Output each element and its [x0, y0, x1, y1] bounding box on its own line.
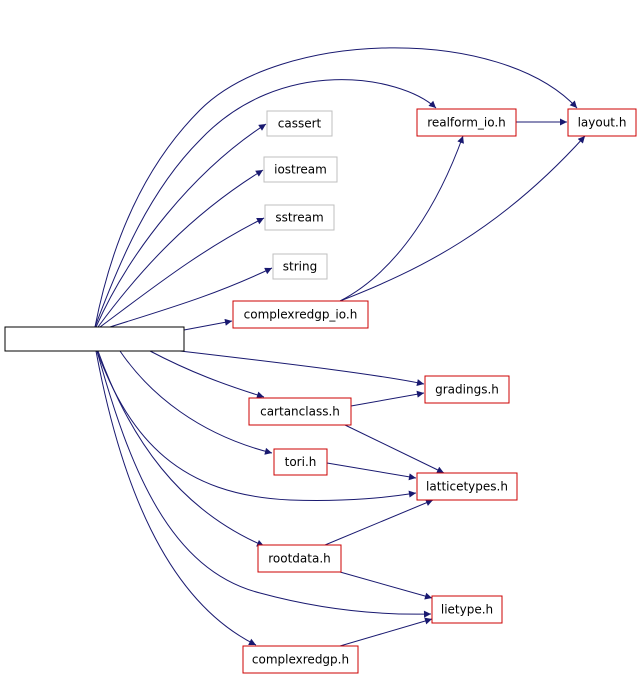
node-box — [416, 472, 518, 501]
node-label: sources/io/realform_io.cpp — [16, 332, 174, 346]
node-label: layout.h — [578, 116, 627, 130]
node-complexredgp-io-h[interactable]: complexredgp_io.h — [232, 300, 369, 329]
node-label: string — [283, 260, 317, 274]
edge-rootdata-h-to-latticetypes-h — [324, 499, 434, 546]
node-label: sstream — [275, 211, 323, 225]
edge-root-to-iostream — [97, 169, 264, 328]
edge-root-to-tori-h — [119, 350, 273, 455]
node-complexredgp-h[interactable]: complexredgp.h — [242, 645, 359, 674]
node-realform-io-h[interactable]: realform_io.h — [416, 108, 517, 137]
node-label: latticetypes.h — [426, 480, 508, 494]
node-label: complexredgp_io.h — [244, 308, 358, 322]
edge-root-to-lietype-h — [96, 350, 432, 618]
node-latticetypes-h[interactable]: latticetypes.h — [416, 472, 518, 501]
edge-rootdata-h-to-lietype-h — [339, 571, 433, 600]
node-box — [4, 326, 185, 352]
node-label: complexredgp.h — [252, 653, 349, 667]
edge-root-to-realform-io-h — [94, 79, 437, 328]
edge-root-to-latticetypes-h — [96, 350, 417, 501]
edge-cartanclass-h-to-gradings-h — [350, 390, 425, 407]
edge-complexredgp-io-h-to-layout-h — [339, 135, 586, 302]
node-cassert: cassert — [266, 110, 333, 137]
node-root[interactable]: sources/io/realform_io.cpp — [4, 326, 185, 352]
node-layout-h[interactable]: layout.h — [567, 108, 637, 137]
node-label: tori.h — [285, 455, 317, 469]
node-box — [263, 156, 338, 183]
node-box — [257, 544, 342, 573]
node-label: cassert — [278, 117, 322, 131]
edge-root-to-rootdata-h — [97, 350, 265, 547]
node-rootdata-h[interactable]: rootdata.h — [257, 544, 342, 573]
edge-cartanclass-h-to-latticetypes-h — [344, 424, 445, 474]
node-label: lietype.h — [441, 603, 493, 617]
edge-root-to-complexredgp-io-h — [183, 318, 233, 331]
node-box — [431, 595, 503, 624]
node-label: rootdata.h — [268, 552, 331, 566]
node-box — [242, 645, 359, 674]
edge-root-to-sstream — [99, 217, 265, 328]
edge-root-to-layout-h — [94, 47, 578, 328]
edges-layer — [94, 47, 586, 647]
node-label: realform_io.h — [427, 116, 506, 130]
edge-root-to-cassert — [95, 123, 267, 328]
node-box — [273, 448, 328, 476]
node-box — [264, 204, 335, 231]
node-sstream: sstream — [264, 204, 335, 231]
node-label: gradings.h — [435, 383, 499, 397]
node-lietype-h[interactable]: lietype.h — [431, 595, 503, 624]
edge-complexredgp-io-h-to-realform-io-h — [339, 135, 464, 302]
edge-tori-h-to-latticetypes-h — [326, 462, 417, 481]
node-label: cartanclass.h — [260, 405, 340, 419]
node-tori-h[interactable]: tori.h — [273, 448, 328, 476]
edge-root-to-gradings-h — [179, 350, 425, 387]
node-box — [272, 253, 328, 280]
node-iostream: iostream — [263, 156, 338, 183]
edge-complexredgp-h-to-lietype-h — [339, 617, 433, 647]
node-box — [424, 375, 510, 404]
edge-root-to-string — [109, 267, 273, 328]
node-box — [567, 108, 637, 137]
node-box — [232, 300, 369, 329]
node-gradings-h[interactable]: gradings.h — [424, 375, 510, 404]
node-string: string — [272, 253, 328, 280]
node-label: iostream — [274, 163, 327, 177]
edge-root-to-cartanclass-h — [149, 350, 265, 399]
node-box — [416, 108, 517, 137]
node-box — [266, 110, 333, 137]
edge-root-to-complexredgp-h — [95, 350, 257, 646]
node-box — [248, 397, 352, 426]
node-cartanclass-h[interactable]: cartanclass.h — [248, 397, 352, 426]
